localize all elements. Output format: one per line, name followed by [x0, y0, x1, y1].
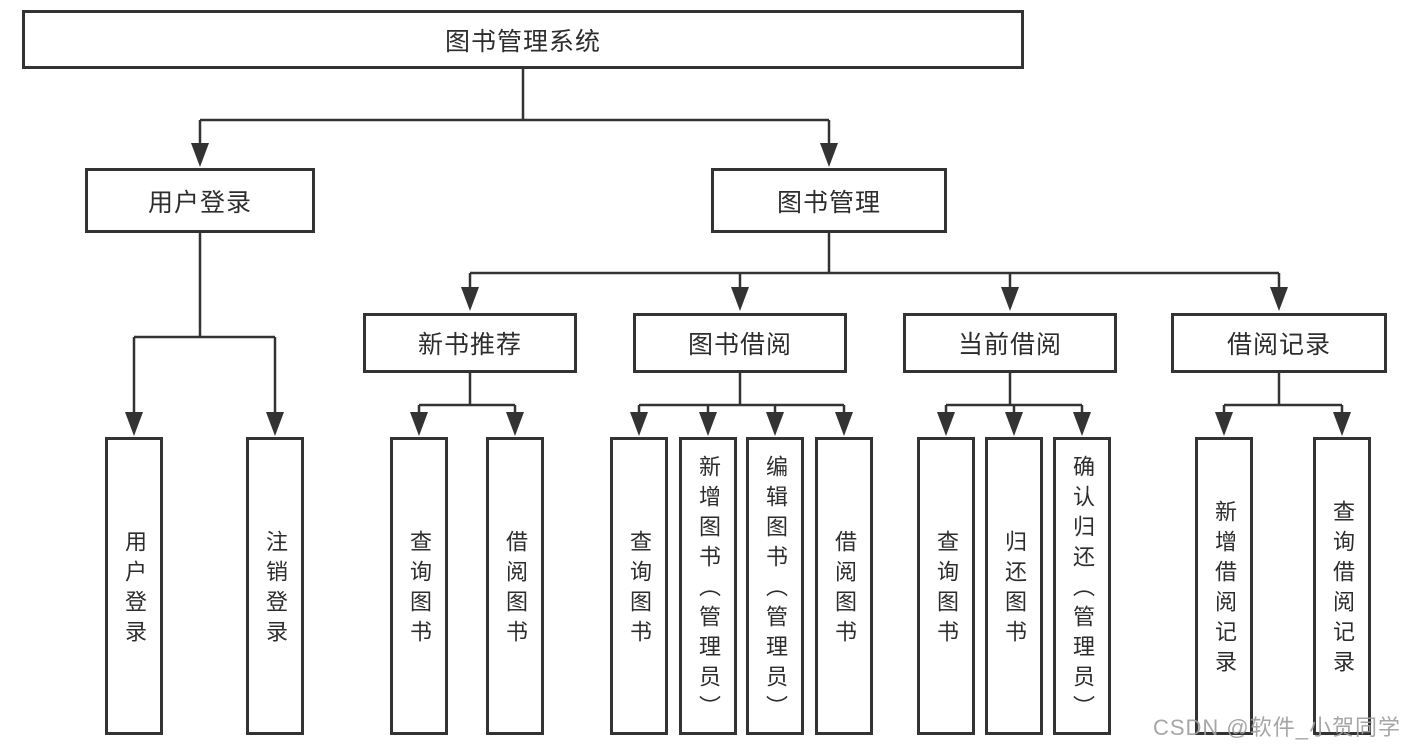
node-root-label: 图书管理系统: [444, 27, 601, 56]
leaf-borrow-books-rec: 借阅图书: [486, 437, 544, 735]
leaf-query-borrow-record-label: 查询借阅记录: [1330, 500, 1355, 680]
node-book-borrow: 图书借阅: [633, 313, 847, 373]
leaf-logout: 注销登录: [246, 437, 304, 735]
node-user-login-label: 用户登录: [147, 188, 252, 217]
leaf-confirm-return-admin: 确认归还（管理员）: [1053, 437, 1111, 735]
leaf-query-books-current-label: 查询图书: [934, 530, 959, 650]
csdn-watermark: CSDN @软件_小贺同学: [1152, 715, 1401, 740]
leaf-query-books-rec: 查询图书: [390, 437, 448, 735]
node-book-management: 图书管理: [711, 168, 947, 233]
leaf-add-books-admin-label: 新增图书（管理员）: [696, 455, 721, 725]
leaf-query-books-borrow-label: 查询图书: [627, 530, 652, 650]
node-borrow-record: 借阅记录: [1171, 313, 1387, 373]
leaf-user-login-label: 用户登录: [122, 530, 147, 650]
node-current-borrow-label: 当前借阅: [957, 331, 1062, 359]
node-current-borrow: 当前借阅: [903, 313, 1117, 373]
node-user-login: 用户登录: [85, 168, 315, 233]
leaf-borrow-books: 借阅图书: [815, 437, 873, 735]
leaf-return-books-label: 归还图书: [1002, 530, 1027, 650]
node-book-borrow-label: 图书借阅: [687, 331, 792, 359]
node-borrow-record-label: 借阅记录: [1226, 331, 1331, 359]
leaf-borrow-books-label: 借阅图书: [832, 530, 857, 650]
leaf-query-books-rec-label: 查询图书: [407, 530, 432, 650]
leaf-confirm-return-admin-label: 确认归还（管理员）: [1070, 455, 1095, 725]
leaf-logout-label: 注销登录: [263, 530, 288, 650]
leaf-edit-books-admin-label: 编辑图书（管理员）: [763, 455, 788, 725]
node-new-book-recommend: 新书推荐: [363, 313, 577, 373]
node-new-book-recommend-label: 新书推荐: [417, 331, 522, 359]
node-book-management-label: 图书管理: [776, 188, 881, 217]
arrowhead-icons: [125, 143, 1351, 436]
leaf-edit-books-admin: 编辑图书（管理员）: [746, 437, 804, 735]
leaf-add-borrow-record-label: 新增借阅记录: [1212, 500, 1237, 680]
leaf-query-books-borrow: 查询图书: [610, 437, 668, 735]
leaf-user-login: 用户登录: [105, 437, 163, 735]
leaf-query-borrow-record: 查询借阅记录: [1313, 437, 1371, 735]
node-root-system: 图书管理系统: [22, 10, 1024, 69]
leaf-borrow-books-rec-label: 借阅图书: [503, 530, 528, 650]
leaf-return-books: 归还图书: [985, 437, 1043, 735]
leaf-query-books-current: 查询图书: [917, 437, 975, 735]
leaf-add-borrow-record: 新增借阅记录: [1195, 437, 1253, 735]
leaf-add-books-admin: 新增图书（管理员）: [679, 437, 737, 735]
